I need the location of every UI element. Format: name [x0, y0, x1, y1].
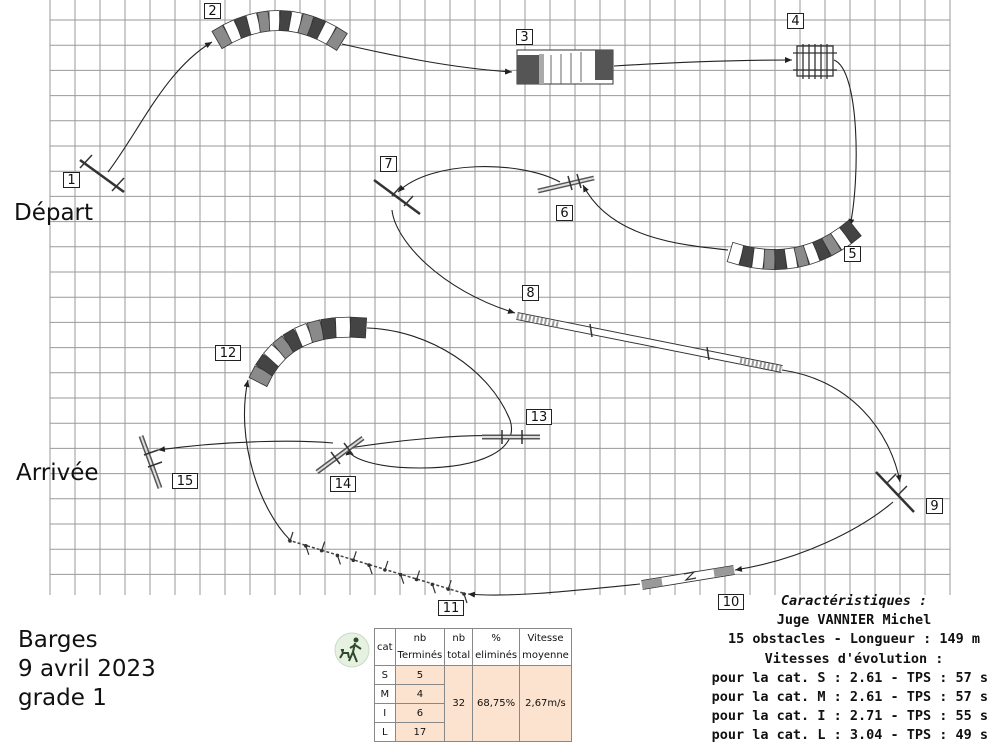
- event-info: Barges 9 avril 2023 grade 1: [18, 626, 156, 713]
- obstacle-number-7: 7: [380, 156, 397, 172]
- obstacle-15-jump: [138, 435, 163, 489]
- speed-line-s: pour la cat. S : 2.61 - TPS : 57 s: [711, 669, 988, 686]
- obstacle-number-3: 3: [516, 29, 533, 45]
- speed-cell: 2,67m/s: [519, 665, 572, 742]
- obstacle-5-tunnel: [726, 219, 862, 270]
- obstacle-11-weave: [287, 531, 468, 604]
- grid: [49, 0, 951, 595]
- obstacle-2-tunnel: [211, 10, 348, 52]
- obstacle-14-jump: [315, 435, 365, 475]
- obstacle-9-jump: [875, 471, 915, 513]
- obstacle-7-jump: [373, 178, 421, 216]
- dog-handler-icon: [334, 632, 370, 668]
- table-row: S 5 32 68,75% 2,67m/s: [374, 665, 572, 742]
- obstacle-4-jump: [793, 44, 837, 79]
- obstacle-number-14: 14: [330, 476, 356, 492]
- obstacle-number-9: 9: [926, 498, 943, 514]
- obstacle-number-1: 1: [63, 172, 80, 188]
- obstacle-1-jump: [79, 154, 125, 194]
- start-label: Départ: [14, 200, 94, 226]
- speed-line-m: pour la cat. M : 2.61 - TPS : 57 s: [711, 689, 988, 706]
- event-place: Barges: [18, 627, 98, 653]
- obstacle-6-jump: [537, 173, 595, 194]
- judge-name: Juge VANNIER Michel: [776, 612, 932, 629]
- obstacle-number-12: 12: [215, 345, 241, 361]
- obstacle-12-tunnel: [248, 316, 367, 388]
- event-date: 9 avril 2023: [18, 656, 156, 682]
- obstacle-13-jump: [482, 430, 540, 444]
- obstacle-number-2: 2: [204, 3, 221, 19]
- speed-line-i: pour la cat. I : 2.71 - TPS : 55 s: [711, 708, 988, 725]
- speed-line-l: pour la cat. L : 3.04 - TPS : 49 s: [711, 727, 988, 744]
- col-elimines: %eliminés: [472, 628, 521, 666]
- course-characteristics: Caractéristiques : Juge VANNIER Michel 1…: [690, 592, 998, 746]
- obstacle-number-13: 13: [526, 409, 552, 425]
- obstacle-number-6: 6: [556, 205, 573, 221]
- eliminated-cell: 68,75%: [472, 665, 521, 742]
- table-row: L 17: [374, 722, 572, 742]
- characteristics-title: Caractéristiques :: [780, 593, 928, 609]
- speeds-title: Vitesses d'évolution :: [764, 650, 944, 667]
- course-path: [107, 41, 902, 598]
- obstacle-10-aframe: [641, 565, 735, 590]
- total-cell: 32: [444, 665, 474, 742]
- table-row: I 6: [374, 703, 572, 723]
- obstacle-number-4: 4: [787, 13, 804, 29]
- obstacle-number-10: 10: [718, 594, 744, 610]
- obstacle-number-15: 15: [172, 473, 198, 489]
- obstacle-number-5: 5: [844, 246, 861, 262]
- finish-label: Arrivée: [16, 460, 99, 486]
- obstacle-number-8: 8: [522, 285, 539, 301]
- event-grade: grade 1: [18, 685, 107, 711]
- obstacle-3-tunnel: [516, 49, 614, 85]
- col-cat: cat: [374, 628, 396, 666]
- course-summary: 15 obstacles - Longueur : 149 m: [728, 631, 980, 648]
- obstacle-number-11: 11: [438, 600, 464, 616]
- obstacle-8-dogwalk: [516, 312, 783, 373]
